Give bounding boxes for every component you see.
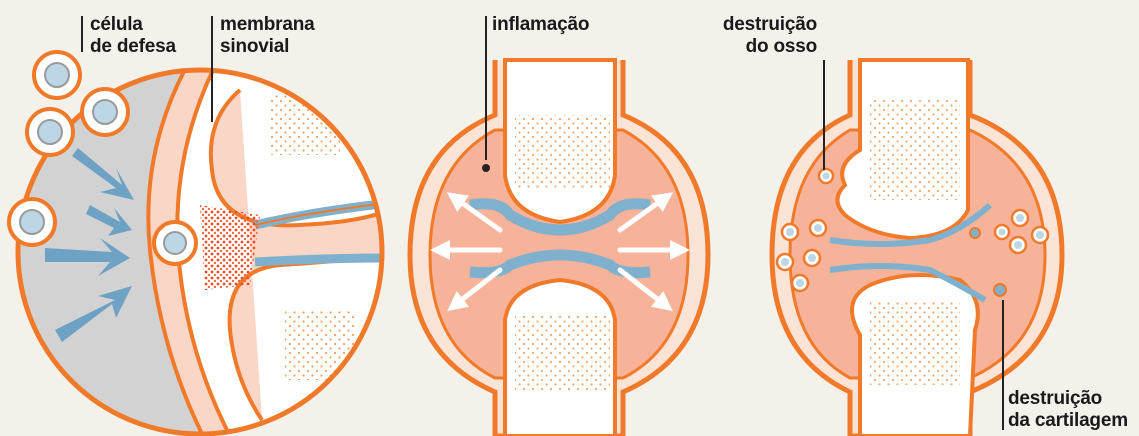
label-bone-destruction: destruição do osso	[717, 14, 817, 58]
inflammation-spot	[200, 205, 260, 290]
destruction-joint-panel	[772, 60, 1062, 436]
label-synovial-membrane: membrana sinovial	[220, 14, 315, 58]
label-bone-destruction-line2: do osso	[717, 36, 817, 58]
label-inflammation: inflamação	[492, 14, 589, 36]
cartilage-lower	[255, 258, 400, 262]
label-bone-destruction-line1: destruição	[717, 14, 817, 36]
label-synovial-membrane-line2: sinovial	[220, 36, 315, 58]
bone-texture-lower	[285, 310, 355, 380]
inflammation-joint-panel	[410, 16, 708, 436]
label-cartilage-destruction: destruição da cartilagem	[1008, 388, 1128, 432]
magnified-synovium-panel	[0, 16, 400, 436]
label-defense-cell-line2: de defesa	[90, 36, 176, 58]
label-synovial-membrane-line1: membrana	[220, 14, 315, 36]
label-cartilage-destruction-line1: destruição	[1008, 388, 1128, 410]
label-defense-cell-line1: célula	[90, 14, 176, 36]
label-cartilage-destruction-line2: da cartilagem	[1008, 410, 1128, 432]
label-defense-cell: célula de defesa	[90, 14, 176, 58]
label-inflammation-text: inflamação	[492, 14, 589, 36]
